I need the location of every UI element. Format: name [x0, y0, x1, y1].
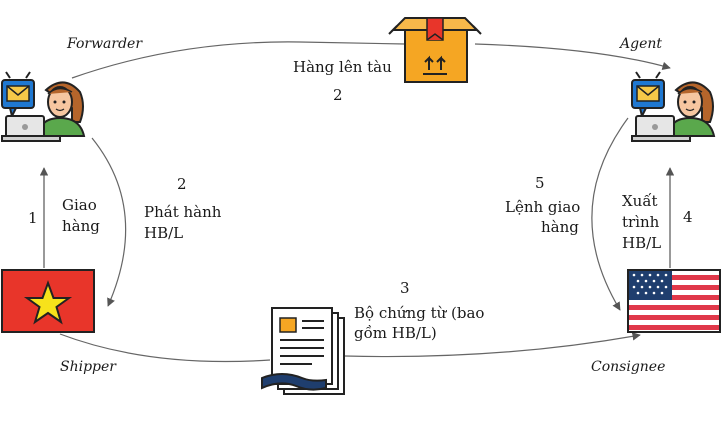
- vietnam-flag-icon: [1, 269, 95, 333]
- flow-bottom-line-1: Bộ chứng từ (bao: [354, 304, 484, 322]
- flow-bottom-line-2: gồm HB/L): [354, 324, 437, 342]
- documents-icon: [261, 307, 345, 395]
- role-consignee: Consignee: [591, 359, 665, 375]
- flow-arrow-bottom: [59, 333, 271, 363]
- role-agent: Agent: [618, 36, 662, 52]
- flow-bottom-step: 3: [400, 279, 410, 297]
- flow-right-up-step: 4: [683, 208, 693, 226]
- flow-arrow-bottom-right: [344, 332, 641, 358]
- role-forwarder: Forwarder: [66, 36, 143, 52]
- flow-arrow-top-right: [474, 43, 671, 70]
- flow-right-down-step: 5: [535, 174, 545, 192]
- flow-left-down-line-1: Phát hành: [144, 203, 222, 221]
- flow-left-down-line-2: HB/L: [144, 224, 183, 242]
- flow-arrow-left-down: [91, 137, 127, 307]
- flow-left-up-step: 1: [28, 209, 38, 227]
- flow-right-up-line-2: trình: [622, 213, 660, 231]
- flow-right-down-line-2: hàng: [541, 218, 579, 236]
- flow-arrow-top: [71, 41, 406, 79]
- flow-left-down-step: 2: [177, 175, 187, 193]
- flow-top-label: Hàng lên tàu: [293, 58, 392, 76]
- agent-person-icon: [631, 71, 715, 142]
- usa-flag-icon: [627, 269, 721, 333]
- role-shipper: Shipper: [60, 359, 117, 375]
- flow-right-down-line-1: Lệnh giao: [505, 198, 580, 216]
- flow-arrow-right-down: [591, 117, 629, 311]
- flow-right-up-line-1: Xuất: [622, 192, 658, 210]
- cargo-box-icon: [388, 17, 482, 83]
- flow-right-up-line-3: HB/L: [622, 234, 661, 252]
- flow-top-step: 2: [333, 86, 343, 104]
- flow-left-up-line-2: hàng: [62, 217, 100, 235]
- flow-left-up-line-1: Giao: [62, 196, 97, 214]
- forwarder-person-icon: [1, 71, 85, 142]
